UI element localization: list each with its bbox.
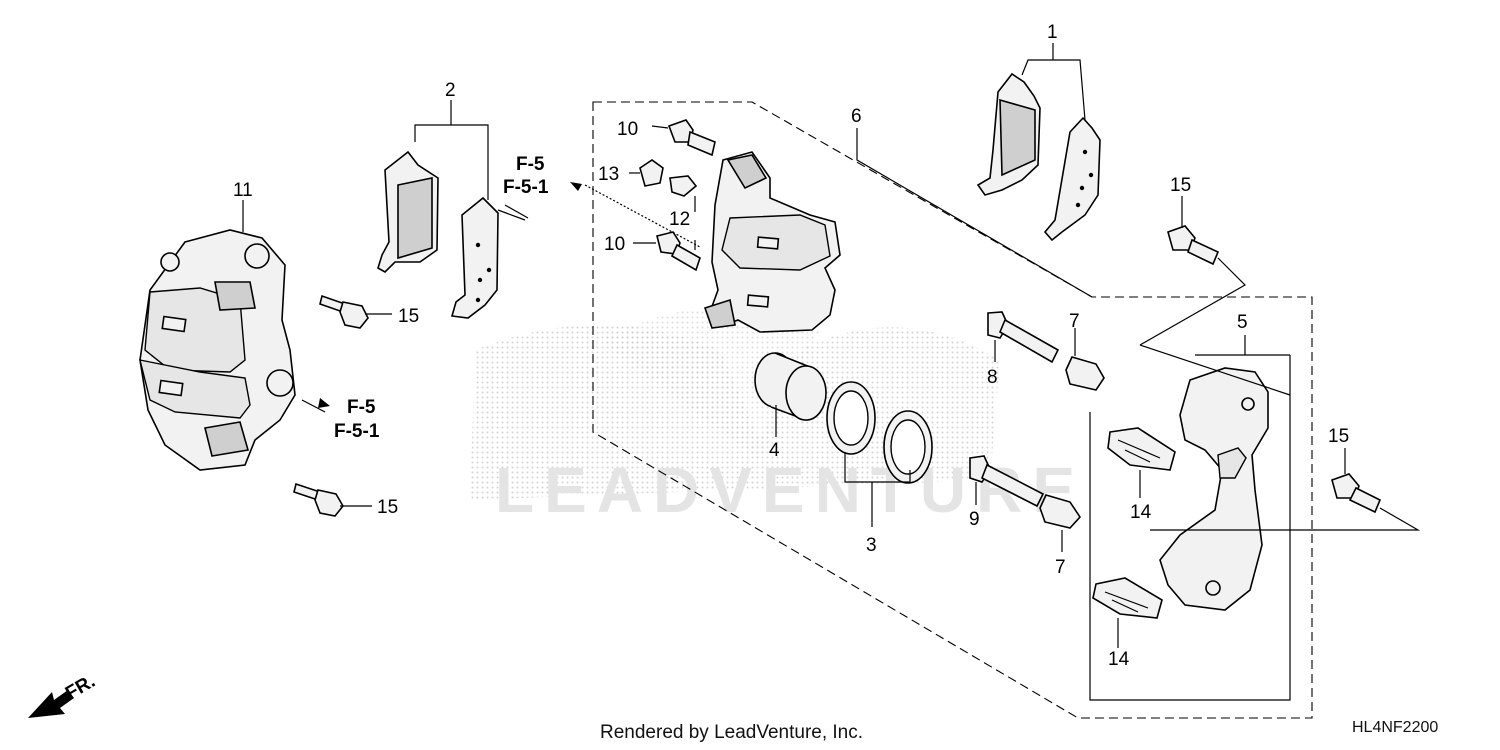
reference-f5-left[interactable]: F-5 [347,397,376,418]
caliper-body-center [703,151,841,333]
callout-10-upper[interactable]: 10 [617,119,638,140]
pad-spring-14-upper [1107,427,1176,471]
watermark-text: LEADVENTURE [495,454,1085,526]
leader-lines [242,43,1421,648]
caliper-assembly-outline [592,101,1313,719]
callout-13[interactable]: 13 [598,164,619,185]
callout-10-lower[interactable]: 10 [604,234,625,255]
brake-pad-2-inner [377,150,439,273]
reference-f5-1-center[interactable]: F-5-1 [503,177,549,198]
bolt-15-upper-right [1167,225,1220,266]
callout-14-upper[interactable]: 14 [1130,502,1152,523]
callout-7-upper[interactable]: 7 [1069,311,1080,332]
bolt-15-lower-left [293,482,344,517]
callout-9[interactable]: 9 [969,509,980,530]
bolt-15-upper-left [319,294,369,329]
boot-7-upper [1065,356,1105,391]
callout-5[interactable]: 5 [1237,312,1248,333]
callout-15-left-lower[interactable]: 15 [377,497,398,518]
callout-7-lower[interactable]: 7 [1055,557,1066,578]
piston-4 [754,352,827,421]
boot-7-lower [1039,494,1082,529]
watermark-logo: LEADVENTURE [470,307,1085,526]
callout-15-right-lower[interactable]: 15 [1328,426,1349,447]
dust-seal-3 [883,410,933,484]
diagram-code: HL4NF2200 [1352,719,1438,736]
reference-arrow-left [318,398,330,408]
brake-pad-1-inner [976,72,1041,196]
pad-spring-14-lower [1092,577,1163,619]
callout-12[interactable]: 12 [669,209,690,230]
bleeder-screw-12 [669,175,698,197]
callout-1[interactable]: 1 [1047,22,1058,43]
bolt-10-lower [656,231,701,272]
callout-3[interactable]: 3 [866,535,877,556]
caliper-bracket-5 [1159,367,1269,611]
callout-2[interactable]: 2 [445,80,456,101]
reference-f5-1-left[interactable]: F-5-1 [334,421,380,442]
reference-f5-center[interactable]: F-5 [516,154,545,175]
caliper-body-left [139,229,296,471]
brake-pad-1-outer [1043,116,1101,242]
callout-15-left-upper[interactable]: 15 [398,306,419,327]
callout-15-right-upper[interactable]: 15 [1170,175,1191,196]
reference-arrow-center [570,182,582,191]
bolt-15-lower-right [1331,473,1382,514]
callout-4[interactable]: 4 [769,440,780,461]
callout-11[interactable]: 11 [233,180,253,201]
callout-8[interactable]: 8 [987,367,998,388]
front-direction-arrow: FR. [28,671,99,718]
piston-seal-3 [826,381,876,455]
bleeder-cap-13 [639,159,664,187]
footer-credit: Rendered by LeadVenture, Inc. [600,722,863,743]
bracket-assembly-box [1089,355,1291,701]
slide-pin-8 [987,311,1060,364]
bolt-10-upper [667,119,716,157]
brake-pad-2-outer [450,196,529,319]
callout-14-lower[interactable]: 14 [1108,649,1130,670]
callout-6[interactable]: 6 [851,106,862,127]
slide-pin-9 [969,455,1045,508]
